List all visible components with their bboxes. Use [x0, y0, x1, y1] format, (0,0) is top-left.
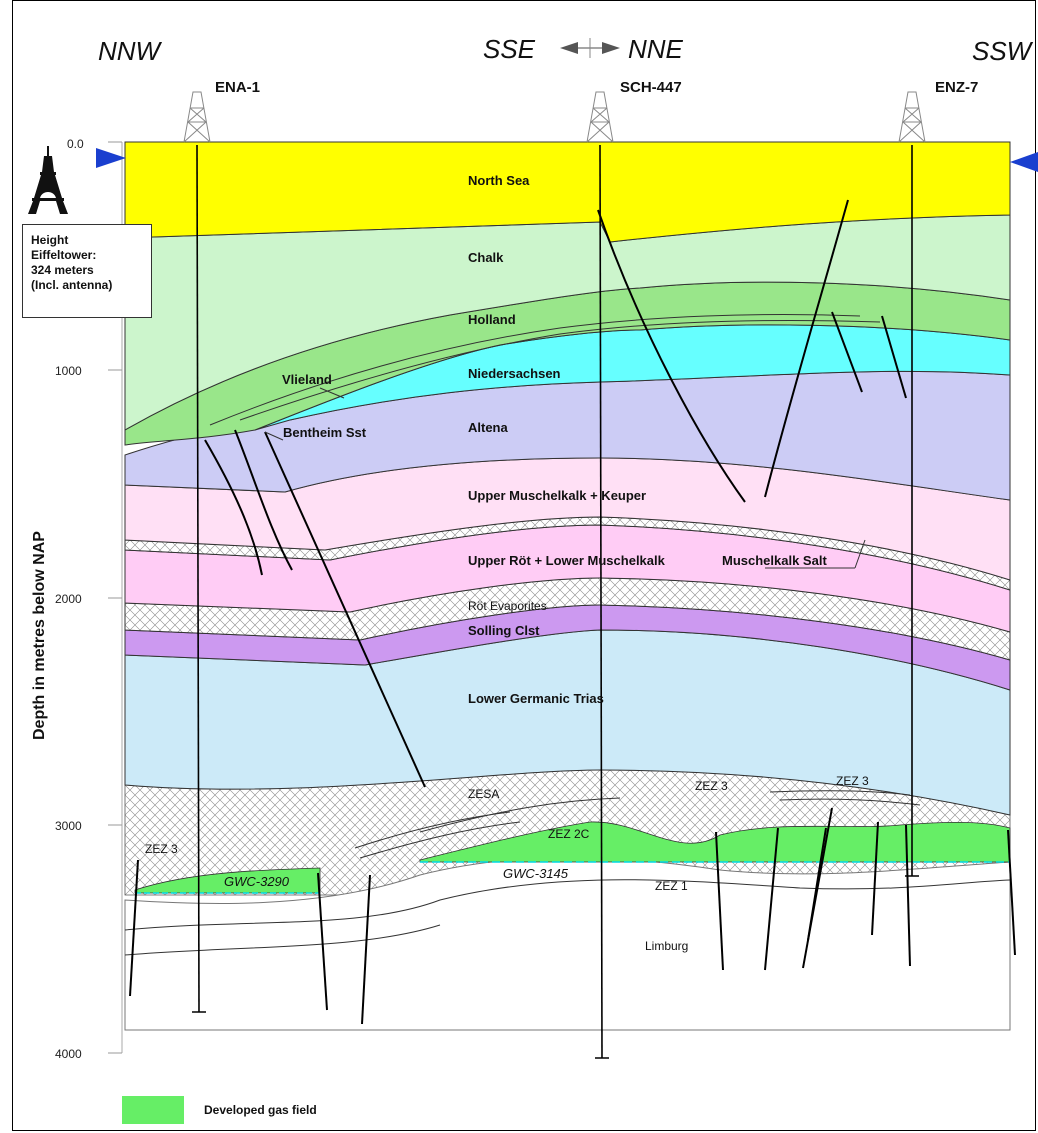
fault-2 — [234, 429, 293, 571]
label-upper-muschelkalk: Upper Muschelkalk + Keuper — [468, 488, 646, 503]
legend-label: Developed gas field — [204, 1103, 317, 1117]
well-label-enz7: ENZ-7 — [935, 79, 978, 96]
label-gwc-3145: GWC-3145 — [503, 866, 569, 881]
label-bentheim: Bentheim Sst — [283, 425, 367, 440]
direction-nne: NNE — [628, 34, 684, 64]
y-axis-label: Depth in metres below NAP — [31, 531, 48, 740]
legend-swatch — [122, 1096, 184, 1124]
label-muschelkalk-salt: Muschelkalk Salt — [722, 553, 827, 568]
y-tick-4000: 4000 — [55, 1047, 82, 1061]
label-chalk: Chalk — [468, 250, 504, 265]
label-zez3-right: ZEZ 3 — [836, 774, 869, 788]
fault-8 — [129, 859, 139, 997]
fault-12 — [764, 827, 779, 971]
well-line-ena1 — [196, 144, 200, 1013]
label-niedersachsen: Niedersachsen — [468, 366, 561, 381]
fault-1 — [204, 439, 263, 576]
derrick-icon — [183, 91, 926, 143]
label-holland: Holland — [468, 312, 516, 327]
label-limburg: Limburg — [645, 939, 688, 953]
y-tick-3000: 3000 — [55, 819, 82, 833]
label-upper-rot: Upper Röt + Lower Muschelkalk — [468, 553, 666, 568]
gas-field-left — [134, 867, 321, 894]
sea-level-marker-left — [96, 148, 126, 168]
fault-11 — [715, 831, 724, 971]
label-zesa: ZESA — [468, 787, 499, 801]
label-north-sea: North Sea — [468, 173, 530, 188]
fault-14 — [807, 827, 827, 941]
eiffel-note-line2: Eiffeltower: — [31, 248, 97, 262]
fault-17 — [1007, 829, 1016, 956]
eiffel-note-line3: 324 meters — [31, 263, 94, 277]
gas-field-right — [419, 821, 1011, 863]
label-solling: Solling Clst — [468, 623, 540, 638]
fault-10 — [361, 874, 371, 1025]
y-tick-0: 0.0 — [67, 137, 84, 151]
fault-5 — [764, 199, 849, 498]
label-gwc-3290: GWC-3290 — [224, 874, 290, 889]
fault-6 — [831, 311, 863, 393]
fault-9 — [317, 872, 328, 1011]
label-zez2c: ZEZ 2C — [548, 827, 590, 841]
direction-sse: SSE — [483, 34, 536, 64]
sea-level-marker-right — [1010, 152, 1038, 172]
label-zez3-left: ZEZ 3 — [145, 842, 178, 856]
fault-13 — [802, 807, 833, 969]
eiffel-tower-icon — [28, 146, 68, 214]
fault-7 — [881, 315, 907, 399]
label-altena: Altena — [468, 420, 509, 435]
label-rot-evaporites: Röt Evaporites — [468, 599, 547, 613]
well-label-ena1: ENA-1 — [215, 79, 260, 96]
eiffel-note-line4: (Incl. antenna) — [31, 278, 113, 292]
label-vlieland: Vlieland — [282, 372, 332, 387]
compass-arrows-icon — [560, 38, 620, 58]
label-lower-germanic: Lower Germanic Trias — [468, 691, 604, 706]
direction-ssw: SSW — [972, 36, 1034, 66]
direction-nnw: NNW — [98, 36, 163, 66]
well-label-sch447: SCH-447 — [620, 79, 682, 96]
label-zez1: ZEZ 1 — [655, 879, 688, 893]
y-tick-1000: 1000 — [55, 364, 82, 378]
fault-4 — [597, 209, 746, 503]
eiffel-note-box: Height Eiffeltower: 324 meters (Incl. an… — [22, 224, 152, 318]
eiffel-note-line1: Height — [31, 233, 69, 247]
fault-16 — [905, 824, 911, 967]
fault-3 — [264, 431, 426, 788]
y-tick-2000: 2000 — [55, 592, 82, 606]
well-line-sch447 — [599, 144, 603, 1059]
label-zez3-mid: ZEZ 3 — [695, 779, 728, 793]
fault-15 — [871, 821, 879, 936]
